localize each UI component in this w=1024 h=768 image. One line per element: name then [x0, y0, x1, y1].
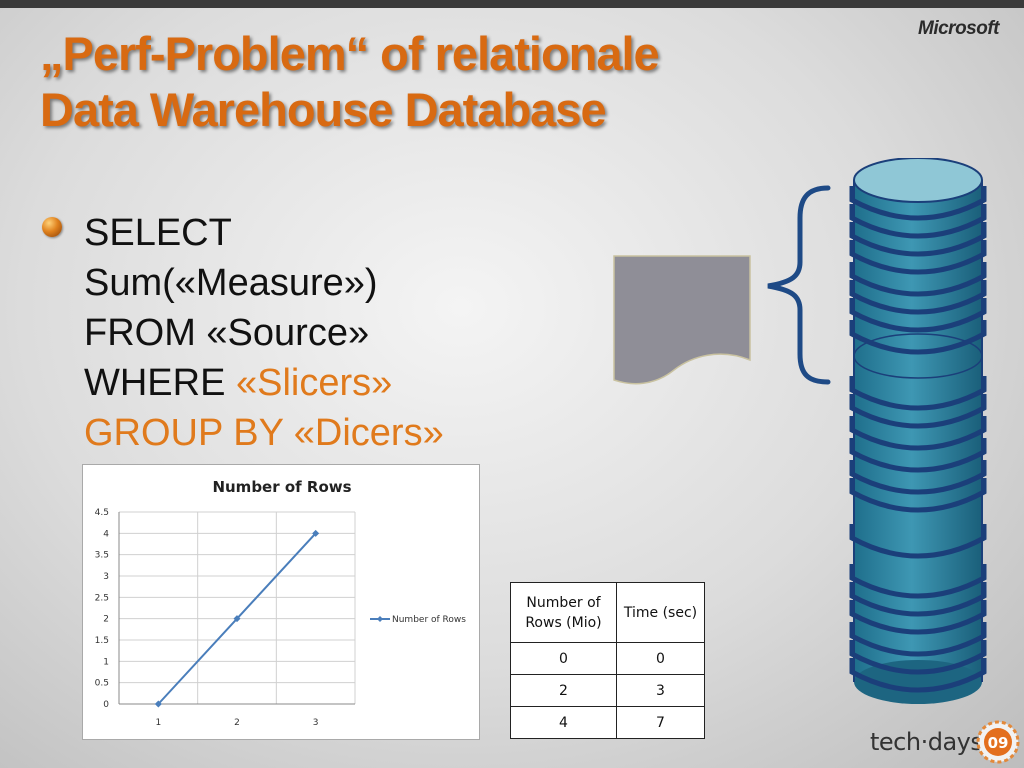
cylinder-ring: [849, 280, 987, 315]
cylinder-ring: [849, 376, 987, 411]
chart-title: Number of Rows: [212, 478, 352, 496]
table-cell: 0: [510, 642, 617, 675]
table-row: 4 7: [510, 706, 705, 739]
chart-data-point: [154, 700, 162, 708]
chart-y-tick-label: 3.5: [95, 551, 109, 561]
rows-time-table: Number of Rows (Mio) Time (sec) 0 0 2 3 …: [510, 582, 705, 739]
cylinder-ring: [849, 222, 987, 257]
chart-y-tick-label: 1: [103, 657, 109, 667]
cylinder-ring: [849, 600, 987, 635]
sql-bullet: SELECT Sum(«Measure») FROM «Source» WHER…: [84, 208, 444, 458]
techdays-wordmark: tech·days: [870, 728, 983, 756]
chart-y-tick-label: 4: [103, 529, 109, 539]
chart-y-tick-label: 1.5: [95, 636, 109, 646]
slide-title-line-1: „Perf-Problem“ of relationale: [40, 27, 660, 80]
chart-y-tick-label: 2.5: [95, 593, 109, 603]
table-header-rows: Number of Rows (Mio): [510, 582, 617, 643]
cylinder-ring: [849, 204, 987, 239]
microsoft-logo: Microsoft: [918, 18, 1000, 39]
cylinder-ring: [849, 640, 987, 675]
top-bar: [0, 0, 1024, 8]
cylinder-ring: [849, 320, 987, 355]
cylinder-ring: [849, 478, 987, 513]
cylinder-ring: [849, 394, 987, 429]
sql-measure: Sum(«Measure»): [84, 262, 378, 304]
curly-brace-icon: [767, 185, 831, 385]
chart-y-tick-label: 3: [103, 572, 109, 582]
sql-where: WHERE: [84, 362, 236, 404]
chart-x-tick-label: 1: [155, 718, 161, 728]
table-cell: 4: [510, 706, 617, 739]
sql-from: FROM «Source»: [84, 312, 370, 354]
cylinder-ring: [849, 186, 987, 221]
table-row: 2 3: [510, 674, 705, 707]
chart-x-tick-label: 3: [313, 718, 319, 728]
cylinder-ring: [849, 460, 987, 495]
sql-slicers: «Slicers»: [236, 362, 393, 404]
sql-group-by: GROUP BY «Dicers»: [84, 412, 444, 454]
cylinder-ring: [849, 416, 987, 451]
chart-data-point: [233, 615, 241, 623]
table-cell: 3: [616, 674, 705, 707]
techdays-badge-icon: 09: [976, 720, 1020, 764]
table-cell: 0: [616, 642, 705, 675]
cylinder-ring: [849, 240, 987, 275]
slide-title-line-2: Data Warehouse Database: [40, 83, 607, 136]
chart-y-tick-label: 0.5: [95, 679, 109, 689]
techdays-badge-number: 09: [988, 734, 1009, 752]
chart-data-point: [312, 529, 320, 537]
chart-y-tick-label: 0: [103, 700, 109, 710]
document-icon: [613, 255, 751, 385]
chart-x-tick-label: 2: [234, 718, 240, 728]
chart-y-tick-label: 4.5: [95, 508, 109, 518]
table-header-time: Time (sec): [616, 582, 705, 643]
chart-legend-marker: [377, 616, 383, 622]
chart-legend-label: Number of Rows: [392, 615, 466, 625]
bullet-icon: [42, 217, 62, 237]
slide-title: „Perf-Problem“ of relationale Data Wareh…: [40, 26, 900, 138]
cylinder-ring: [849, 524, 987, 559]
cylinder-ring: [849, 298, 987, 333]
table-row: 0 0: [510, 642, 705, 675]
database-cylinder-icon: [849, 158, 987, 704]
table-cell: 2: [510, 674, 617, 707]
cylinder-ring: [849, 438, 987, 473]
sql-where-line: WHERE «Slicers»: [84, 358, 444, 408]
cylinder-ring: [849, 262, 987, 297]
table-cell: 7: [616, 706, 705, 739]
cylinder-ring: [849, 582, 987, 617]
cylinder-ring: [849, 564, 987, 599]
sql-select: SELECT: [84, 212, 232, 254]
cylinder-ring: [849, 658, 987, 693]
chart-y-tick-label: 2: [103, 615, 109, 625]
cylinder-ring: [849, 622, 987, 657]
